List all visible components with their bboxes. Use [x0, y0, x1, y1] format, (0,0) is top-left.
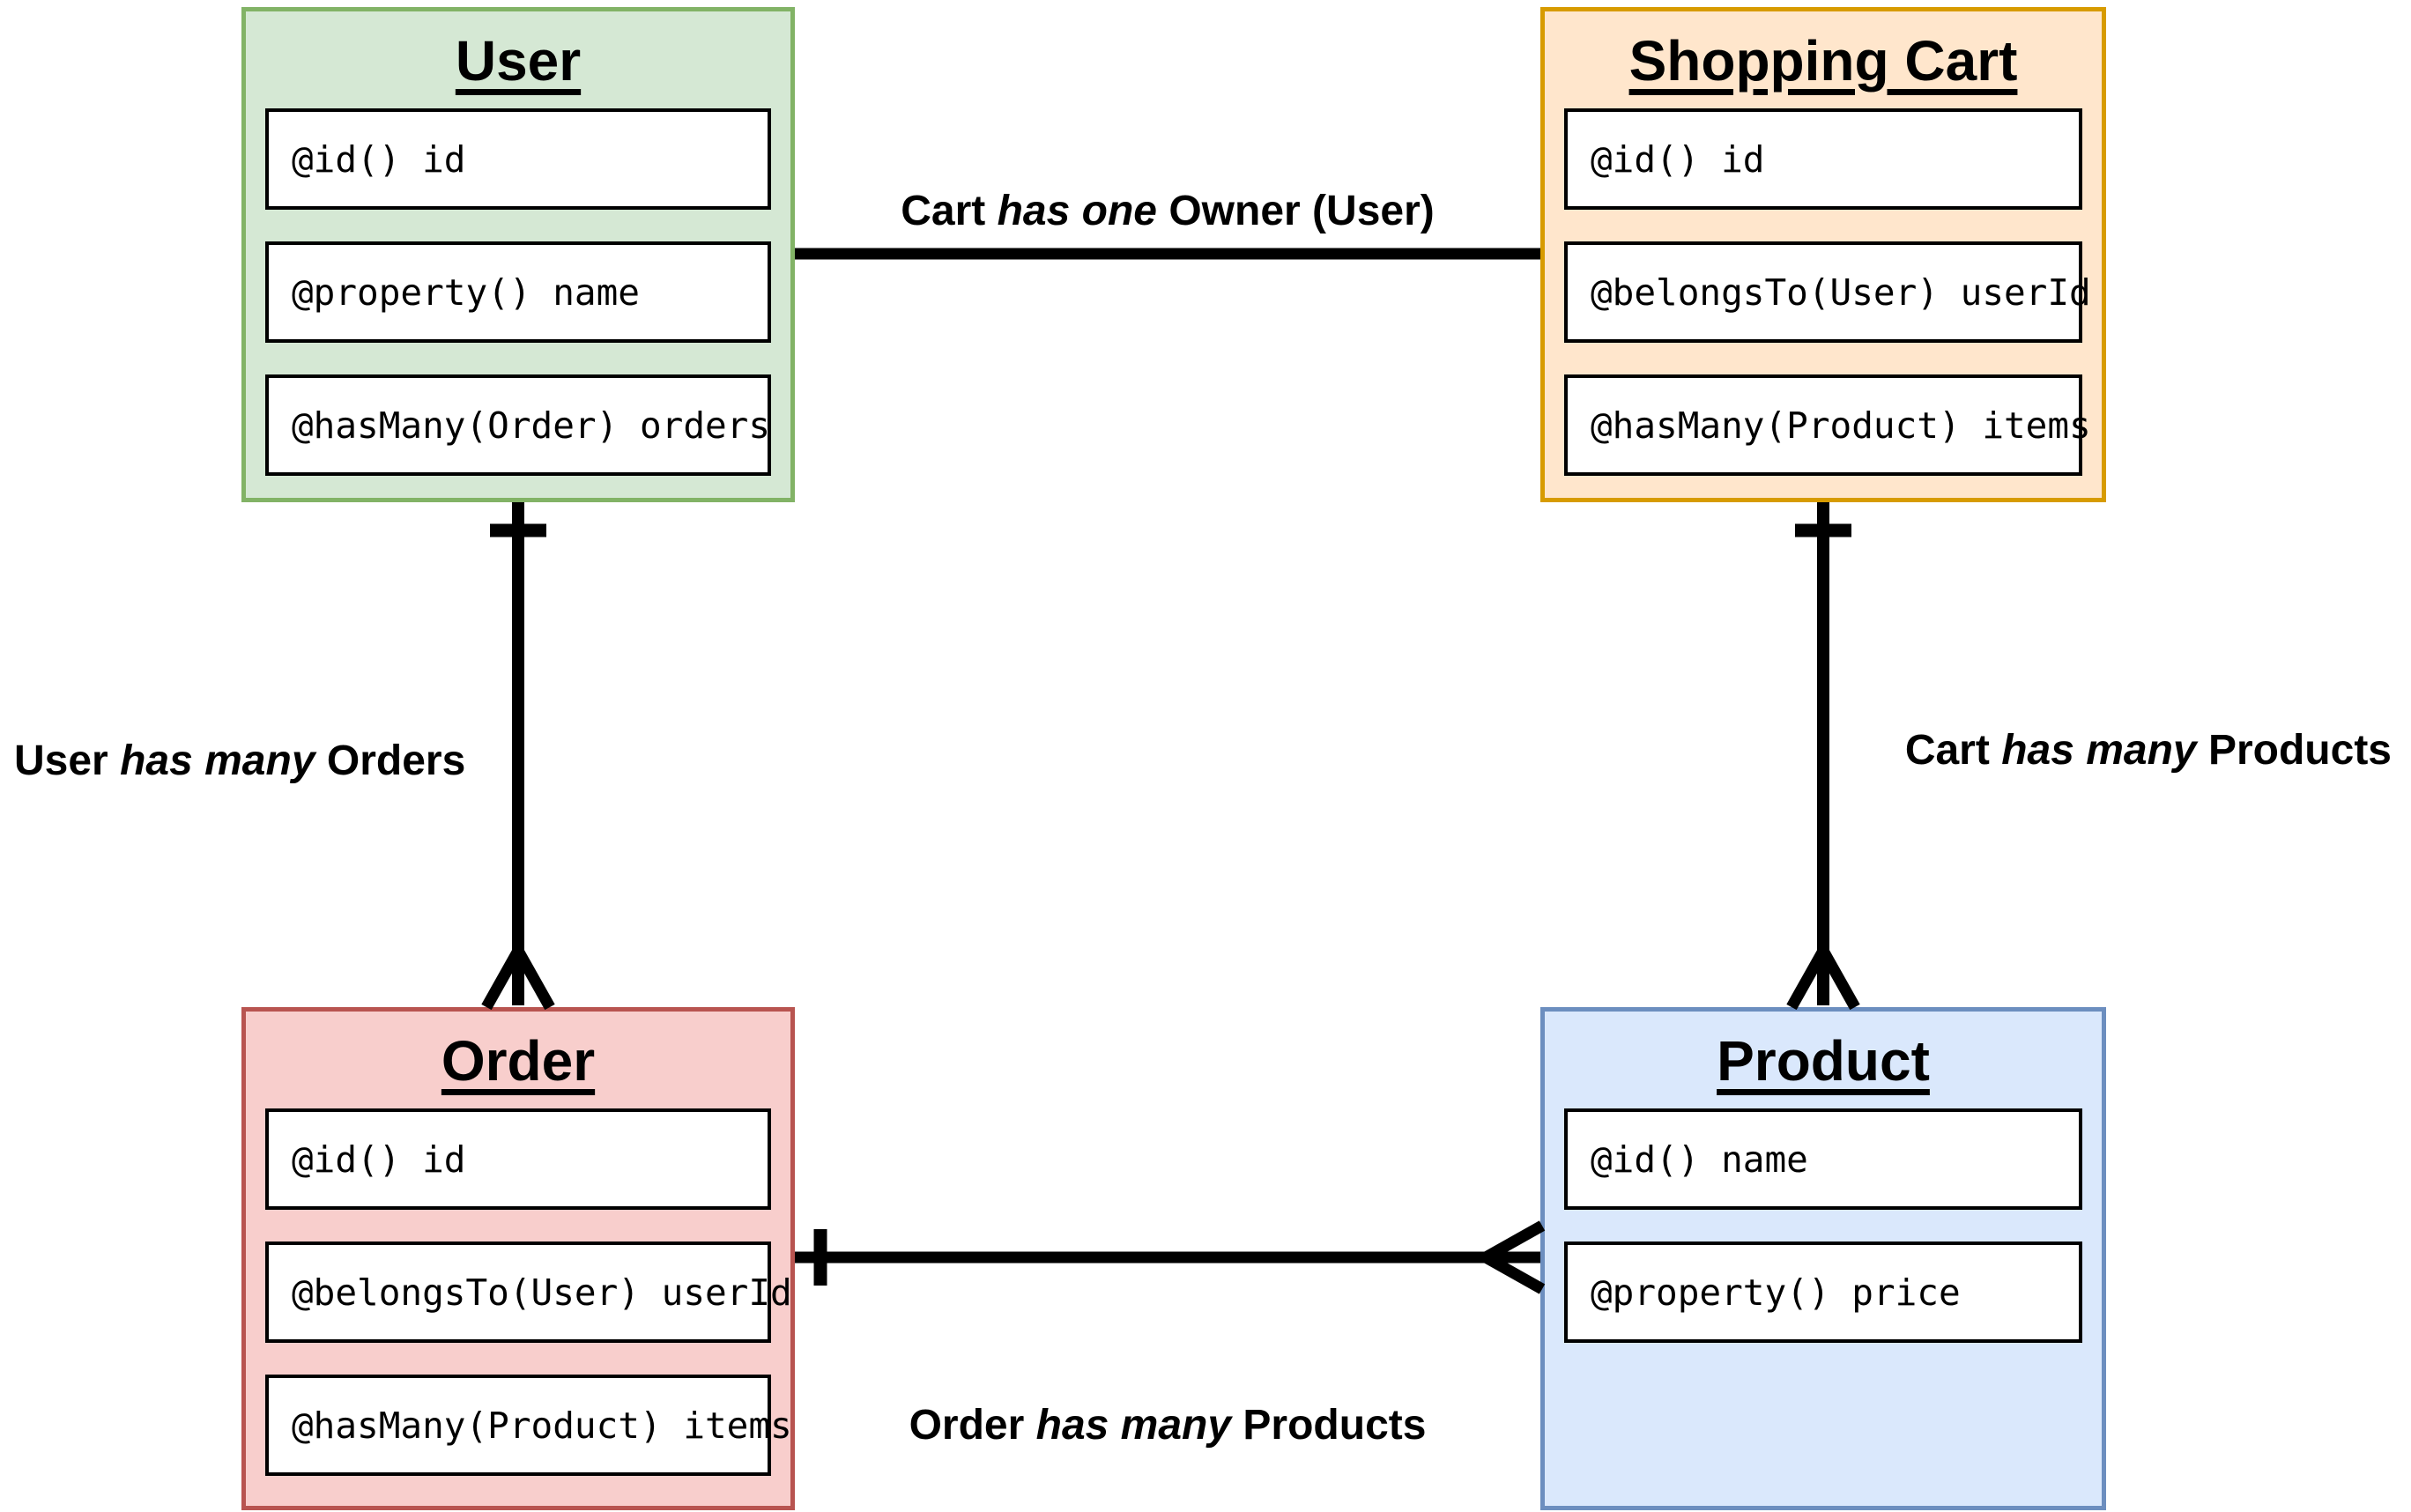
entity-user: User @id() id @property() name @hasMany(… — [241, 7, 795, 502]
entity-user-title: User — [455, 29, 582, 93]
relationship-label-order-products: Order has many Products — [909, 1402, 1427, 1449]
entity-order-fields: @id() id @belongsTo(User) userId @hasMan… — [265, 1108, 792, 1476]
entity-shopping-cart-field-id: @id() id — [1564, 108, 2082, 210]
crow-foot-left — [1786, 947, 1829, 1011]
relationship-label-user-orders: User has many Orders — [14, 737, 466, 784]
relationship-label-cart-owner: Cart has one Owner (User) — [901, 188, 1435, 234]
entity-product-field-price: @property() price — [1564, 1241, 2082, 1343]
entity-user-field-id: @id() id — [265, 108, 771, 210]
entity-product: Product @id() name @property() price — [1540, 1007, 2106, 1510]
entity-order-field-userid: @belongsTo(User) userId — [265, 1241, 792, 1343]
entity-order-title: Order — [441, 1029, 596, 1093]
entity-shopping-cart-fields: @id() id @belongsTo(User) userId @hasMan… — [1564, 108, 2091, 476]
entity-order-field-items: @hasMany(Product) items — [265, 1375, 792, 1476]
entity-user-fields: @id() id @property() name @hasMany(Order… — [265, 108, 771, 476]
crow-foot-right — [513, 947, 555, 1011]
crow-foot-top — [1482, 1220, 1546, 1263]
connector-cart-products — [1786, 502, 1860, 1011]
relationship-label-cart-products: Cart has many Products — [1904, 727, 2392, 774]
entity-user-field-orders: @hasMany(Order) orders — [265, 374, 771, 476]
entity-user-field-name: @property() name — [265, 241, 771, 343]
connector-user-orders — [481, 502, 555, 1011]
entity-shopping-cart-field-userid: @belongsTo(User) userId — [1564, 241, 2091, 343]
entity-product-title: Product — [1717, 1029, 1930, 1093]
entity-shopping-cart: Shopping Cart @id() id @belongsTo(User) … — [1540, 7, 2106, 502]
entity-product-field-name: @id() name — [1564, 1108, 2082, 1210]
entity-order-field-id: @id() id — [265, 1108, 771, 1210]
crow-foot-bottom — [1482, 1252, 1546, 1294]
entity-product-fields: @id() name @property() price — [1564, 1108, 2082, 1343]
crow-foot-left — [481, 947, 523, 1011]
entity-shopping-cart-field-items: @hasMany(Product) items — [1564, 374, 2091, 476]
entity-shopping-cart-title: Shopping Cart — [1628, 29, 2018, 93]
entity-order: Order @id() id @belongsTo(User) userId @… — [241, 1007, 795, 1510]
connector-order-products — [795, 1220, 1546, 1294]
crow-foot-right — [1818, 947, 1860, 1011]
